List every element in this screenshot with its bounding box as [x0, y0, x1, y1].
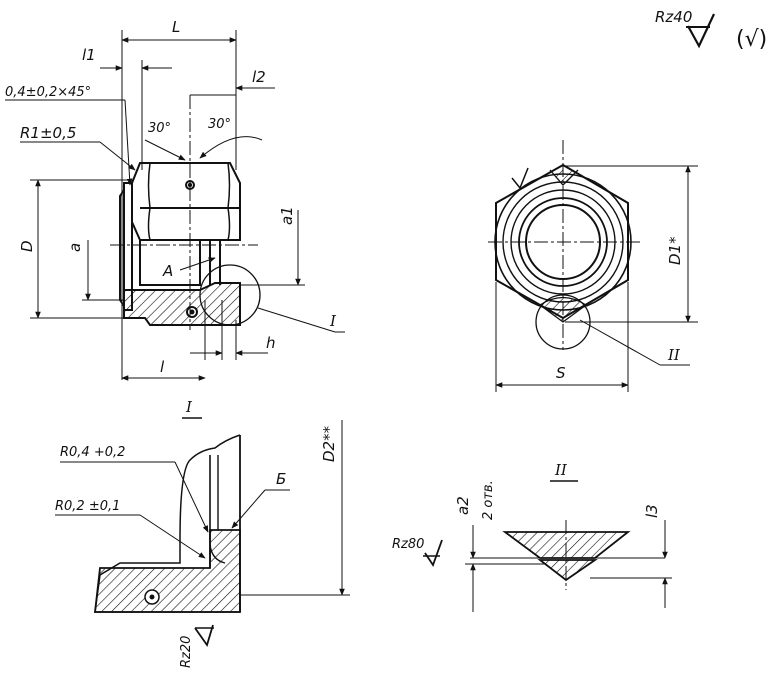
dim-D1: D1*	[666, 236, 684, 265]
general-roughness-symbol: Rz40 (√)	[655, 8, 767, 52]
main-centerlines	[110, 95, 258, 330]
dim-L: L	[172, 18, 180, 36]
label-A: A	[162, 262, 173, 280]
dim-chamfer: 0,4±0,2×45°	[5, 85, 91, 100]
dim-r1: R1±0,5	[20, 124, 76, 142]
dim-l2: l2	[252, 68, 266, 86]
detail-I-labels: I R0,4 +0,2 R0,2 ±0,1 Б D2** Rz20	[55, 398, 338, 668]
dim-a: a	[66, 243, 84, 252]
dim-S: S	[556, 364, 566, 382]
end-view-dimensions	[495, 165, 698, 392]
dim-r02: R0,2 ±0,1	[55, 499, 120, 514]
paren-check-label: (√)	[736, 27, 767, 52]
detail-II-title: II	[554, 461, 568, 479]
dim-l: l	[160, 358, 165, 376]
end-view-centerlines	[488, 140, 640, 350]
dim-D2: D2**	[320, 425, 338, 462]
dim-D: D	[18, 240, 36, 252]
end-view-labels: S D1* II	[556, 236, 684, 382]
detail-I-title: I	[185, 398, 193, 416]
two-holes-note: 2 отв.	[481, 480, 496, 520]
dim-h: h	[266, 334, 276, 352]
main-dimensions	[5, 30, 345, 381]
callout-I: I	[329, 312, 337, 330]
rz20-label: Rz20	[179, 636, 194, 668]
dim-r04: R0,4 +0,2	[60, 445, 125, 460]
detail-II-labels: II a2 2 отв. Rz80 l3	[392, 461, 661, 552]
callout-II: II	[667, 346, 681, 364]
main-labels: L l1 l2 0,4±0,2×45° R1±0,5 30° 30° D a a…	[5, 18, 337, 376]
detail-I-dimensions	[55, 420, 350, 648]
dim-a1: a1	[278, 206, 296, 225]
rz80-label: Rz80	[392, 537, 424, 552]
angle-left: 30°	[148, 121, 171, 136]
label-B: Б	[276, 470, 286, 488]
angle-right: 30°	[208, 117, 231, 132]
detail-I-view	[93, 434, 241, 613]
dim-l3: l3	[643, 504, 661, 518]
dim-a2: a2	[454, 496, 472, 515]
rz40-label: Rz40	[655, 8, 692, 26]
detail-II-view	[470, 531, 665, 582]
detail-II-dimensions	[423, 520, 672, 612]
dim-l1: l1	[82, 46, 96, 64]
